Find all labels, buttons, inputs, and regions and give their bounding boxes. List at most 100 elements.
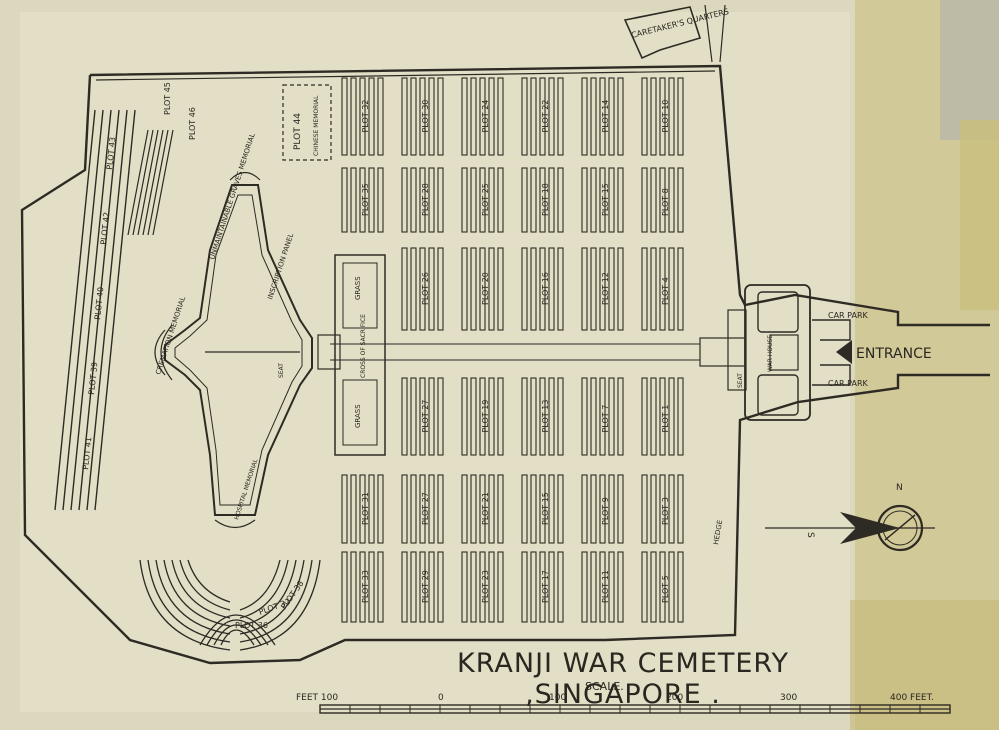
- grave-row: [659, 474, 666, 544]
- grave-row: [548, 551, 555, 623]
- seat-right-label: SEAT: [737, 373, 744, 388]
- grave-row: [581, 377, 588, 456]
- plot-label: PLOT 12: [601, 272, 610, 305]
- grave-row: [677, 247, 684, 331]
- grave-row: [617, 247, 624, 331]
- left-grave-row: [54, 109, 96, 511]
- scale-tick-label-4: 300: [780, 693, 797, 703]
- grave-row: [599, 377, 606, 456]
- plot-label: PLOT 20: [481, 272, 490, 305]
- grave-row: [461, 77, 468, 156]
- plot-label: PLOT 40: [93, 287, 105, 321]
- grave-row: [341, 167, 348, 233]
- plot-label: PLOT 10: [661, 100, 670, 133]
- plot-label: PLOT 17: [541, 570, 550, 603]
- grave-row: [470, 247, 477, 331]
- compass-rose-icon: N S: [765, 483, 935, 552]
- grave-row: [539, 77, 546, 156]
- grave-row: [530, 77, 537, 156]
- grave-row: [539, 167, 546, 233]
- grave-row: [650, 377, 657, 456]
- cemetery-boundary: [20, 64, 990, 665]
- curved-plots: [139, 559, 321, 651]
- scale-tick-label-0: FEET 100: [296, 693, 338, 703]
- grave-row: [428, 377, 435, 456]
- grave-row: [350, 167, 357, 233]
- grave-row: [437, 167, 444, 233]
- left-grave-row: [142, 129, 164, 236]
- plot-44-sub-label: CHINESE MEMORIAL: [313, 95, 320, 156]
- scale-tick-label-1: 0: [438, 693, 444, 703]
- plot-label: PLOT 1: [661, 405, 670, 433]
- grave-row: [419, 167, 426, 233]
- plot-label: PLOT 26: [421, 272, 430, 305]
- grave-row: [479, 551, 486, 623]
- grave-row: [608, 551, 615, 623]
- plot-label: PLOT 42: [99, 212, 111, 246]
- plot-label: PLOT 9: [601, 497, 610, 525]
- grave-row: [461, 247, 468, 331]
- grave-row: [599, 77, 606, 156]
- grave-row: [650, 551, 657, 623]
- grave-row: [410, 247, 417, 331]
- car-park-north-label: CAR PARK: [828, 311, 869, 320]
- grave-row: [428, 474, 435, 544]
- grave-row: [641, 377, 648, 456]
- grave-row: [341, 474, 348, 544]
- grave-row: [470, 77, 477, 156]
- grave-row: [419, 551, 426, 623]
- grave-row: [521, 77, 528, 156]
- grave-row: [359, 474, 366, 544]
- grave-row: [521, 551, 528, 623]
- cross-of-sacrifice-label: CROSS OF SACRIFICE: [360, 314, 367, 378]
- left-grave-row: [147, 129, 169, 236]
- grass-label-top: GRASS: [354, 276, 362, 300]
- plot-label: PLOT 43: [105, 137, 117, 171]
- grave-row: [590, 474, 597, 544]
- plot-label: PLOT 15: [541, 492, 550, 525]
- plot-label: PLOT 33: [361, 570, 370, 603]
- left-grave-row: [62, 109, 104, 511]
- compass-south-label: S: [805, 532, 815, 538]
- grave-row: [641, 77, 648, 156]
- grave-row: [668, 377, 675, 456]
- grave-row: [590, 377, 597, 456]
- grave-row: [479, 377, 486, 456]
- plot-label: PLOT 32: [361, 100, 370, 133]
- grave-row: [608, 247, 615, 331]
- plot-label: PLOT 46: [188, 107, 197, 140]
- grave-row: [359, 551, 366, 623]
- grave-row: [410, 377, 417, 456]
- grave-row: [479, 167, 486, 233]
- grave-row: [641, 167, 648, 233]
- grave-row: [548, 377, 555, 456]
- grave-row: [419, 377, 426, 456]
- grave-row: [590, 551, 597, 623]
- grave-row: [521, 167, 528, 233]
- grave-row: [557, 247, 564, 331]
- grave-row: [677, 377, 684, 456]
- grave-row: [488, 551, 495, 623]
- grave-row: [341, 77, 348, 156]
- grave-row: [488, 474, 495, 544]
- compass-north-label: N: [896, 483, 903, 493]
- plot-label: PLOT 35: [361, 183, 370, 216]
- grave-row: [617, 77, 624, 156]
- scale-tick-label-3: 200: [666, 693, 683, 703]
- plot-label: PLOT 27: [421, 492, 430, 525]
- plot-label: PLOT 4: [661, 277, 670, 305]
- grave-row: [659, 551, 666, 623]
- grave-row: [530, 167, 537, 233]
- grave-row: [608, 377, 615, 456]
- plot-44-chinese-memorial: PLOT 44 CHINESE MEMORIAL: [282, 84, 332, 161]
- grave-row: [419, 77, 426, 156]
- plot-label: PLOT 8: [661, 188, 670, 216]
- left-grave-row: [152, 129, 174, 236]
- plot-label: PLOT 3: [661, 497, 670, 525]
- grave-row: [608, 77, 615, 156]
- grave-row: [428, 77, 435, 156]
- plot-label: PLOT 21: [481, 492, 490, 525]
- grave-row: [437, 377, 444, 456]
- plot-label: PLOT 39: [87, 362, 99, 396]
